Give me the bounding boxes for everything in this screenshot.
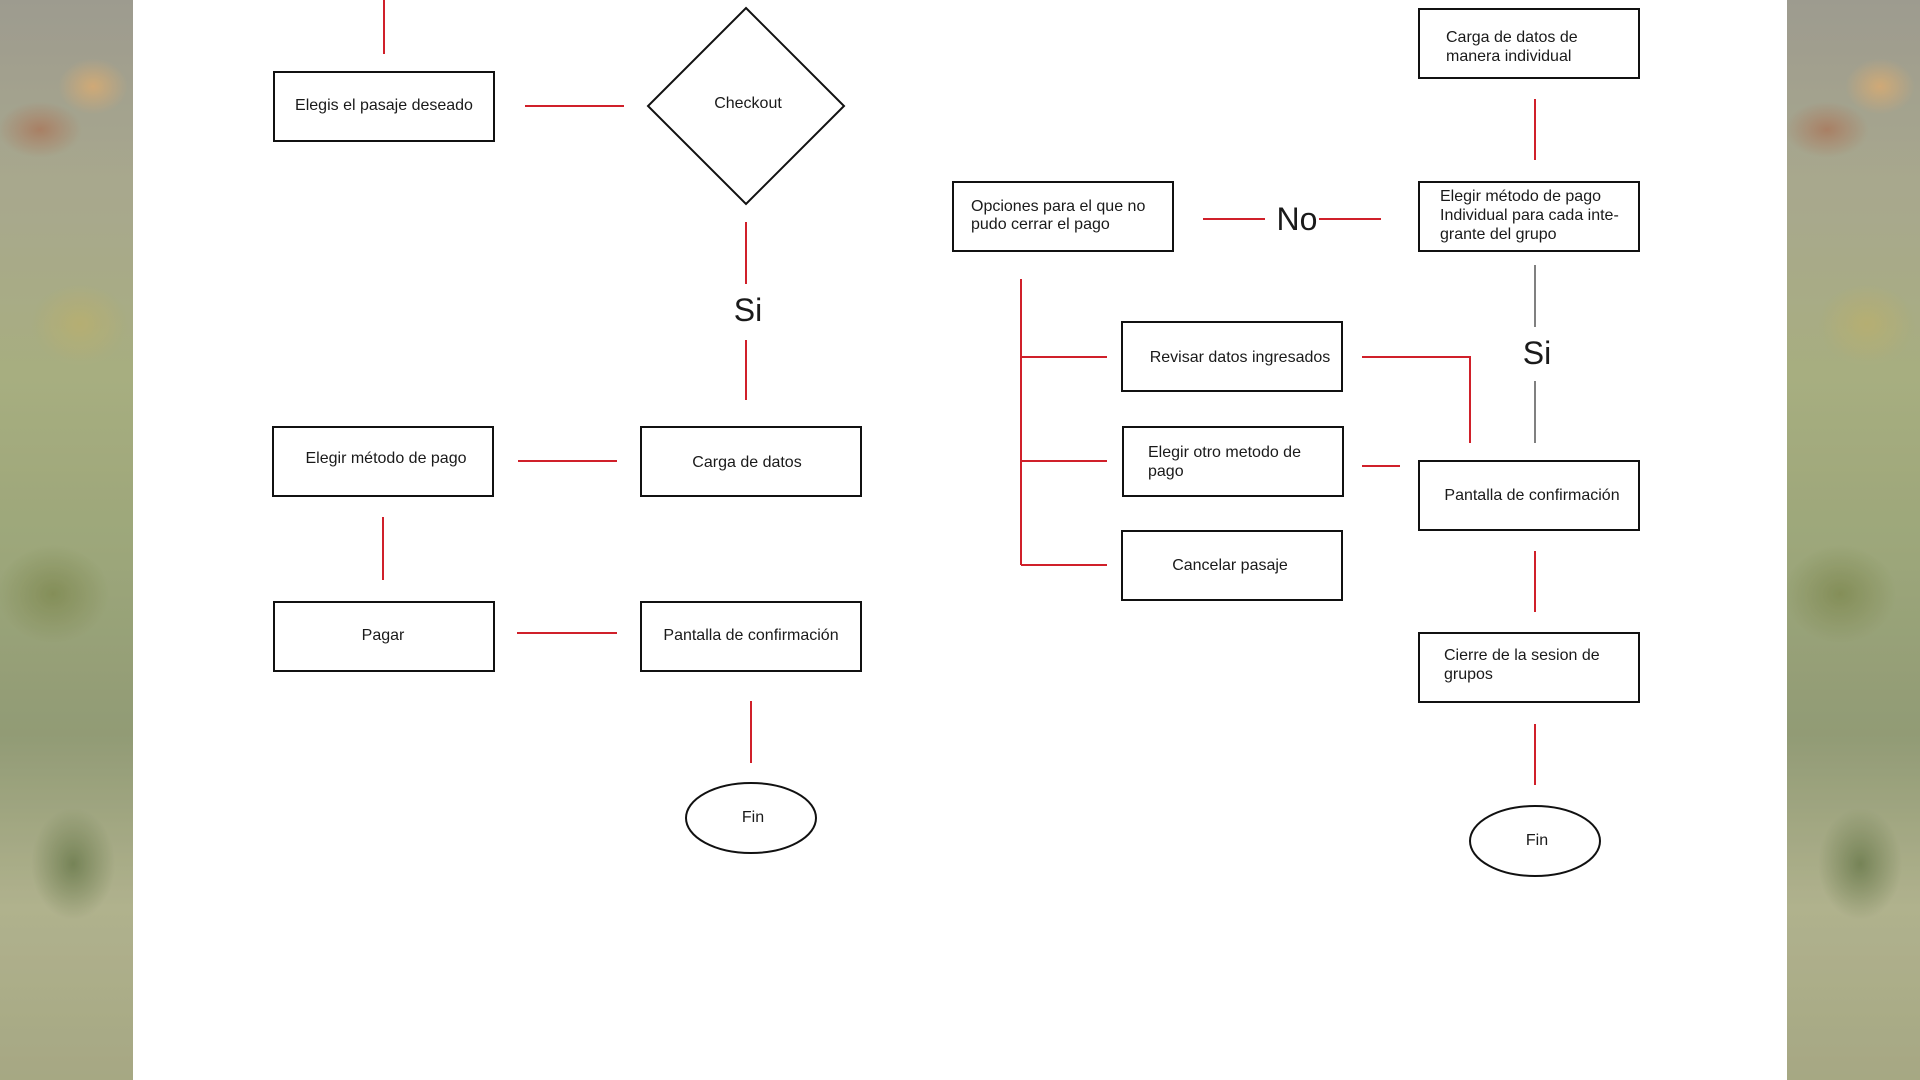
node-elegis-pasaje: Elegis el pasaje deseado [273,71,495,142]
node-carga-datos-individual-label-2: manera individual [1446,48,1571,65]
background-photo-left [0,0,133,1080]
node-otro-metodo-pago-label-2: pago [1148,463,1184,480]
node-cierre-sesion-grupos-label-2: grupos [1444,666,1493,683]
node-pantalla-confirmacion-left-label: Pantalla de confirmación [663,627,838,644]
terminal-fin-right-label: Fin [1526,832,1548,849]
node-metodo-pago-individual: Elegir método de pago Individual para ca… [1418,181,1640,252]
node-elegir-metodo-pago: Elegir método de pago [272,426,494,497]
node-elegir-metodo-pago-label: Elegir método de pago [306,450,467,467]
terminal-fin-left-label: Fin [742,809,764,826]
terminal-fin-left: Fin [685,782,817,854]
branch-label-si-left: Si [734,292,762,328]
node-metodo-pago-individual-label-1: Elegir método de pago [1440,188,1601,205]
node-revisar-datos: Revisar datos ingresados [1121,321,1343,392]
edges-right [1020,99,1536,785]
node-opciones-no-pago-label-2: pudo cerrar el pago [971,216,1110,233]
edge-revisar-pantalla [1362,356,1471,443]
node-elegis-pasaje-label: Elegis el pasaje deseado [295,97,473,114]
node-cancelar-pasaje: Cancelar pasaje [1121,530,1343,601]
node-carga-datos: Carga de datos [640,426,862,497]
node-cierre-sesion-grupos-label-1: Cierre de la sesion de [1444,647,1600,664]
node-otro-metodo-pago-label-1: Elegir otro metodo de [1148,444,1301,461]
background-photo-right [1787,0,1920,1080]
edges-left [382,0,752,763]
terminal-fin-right: Fin [1469,805,1601,877]
decision-checkout-label: Checkout [714,95,782,112]
node-otro-metodo-pago: Elegir otro metodo de pago [1122,426,1344,497]
decision-checkout: Checkout [646,6,846,206]
node-opciones-no-pago-label-1: Opciones para el que no [971,198,1145,215]
node-cierre-sesion-grupos: Cierre de la sesion de grupos [1418,632,1640,703]
node-carga-datos-label: Carga de datos [692,454,801,471]
node-carga-datos-individual-label-1: Carga de datos de [1446,29,1578,46]
node-pantalla-confirmacion-left: Pantalla de confirmación [640,601,862,672]
branch-label-si-right: Si [1523,335,1551,371]
node-revisar-datos-label: Revisar datos ingresados [1150,349,1331,366]
node-metodo-pago-individual-label-3: grante del grupo [1440,226,1557,243]
node-pantalla-confirmacion-right-label: Pantalla de confirmación [1444,487,1619,504]
node-metodo-pago-individual-label-2: Individual para cada inte- [1440,207,1619,224]
node-cancelar-pasaje-label: Cancelar pasaje [1172,557,1288,574]
node-pagar-label: Pagar [362,627,405,644]
node-pantalla-confirmacion-right: Pantalla de confirmación [1418,460,1640,531]
node-opciones-no-pago: Opciones para el que no pudo cerrar el p… [952,181,1174,252]
node-pagar: Pagar [273,601,495,672]
node-carga-datos-individual: Carga de datos de manera individual [1418,8,1640,79]
branch-label-no: No [1277,201,1318,237]
